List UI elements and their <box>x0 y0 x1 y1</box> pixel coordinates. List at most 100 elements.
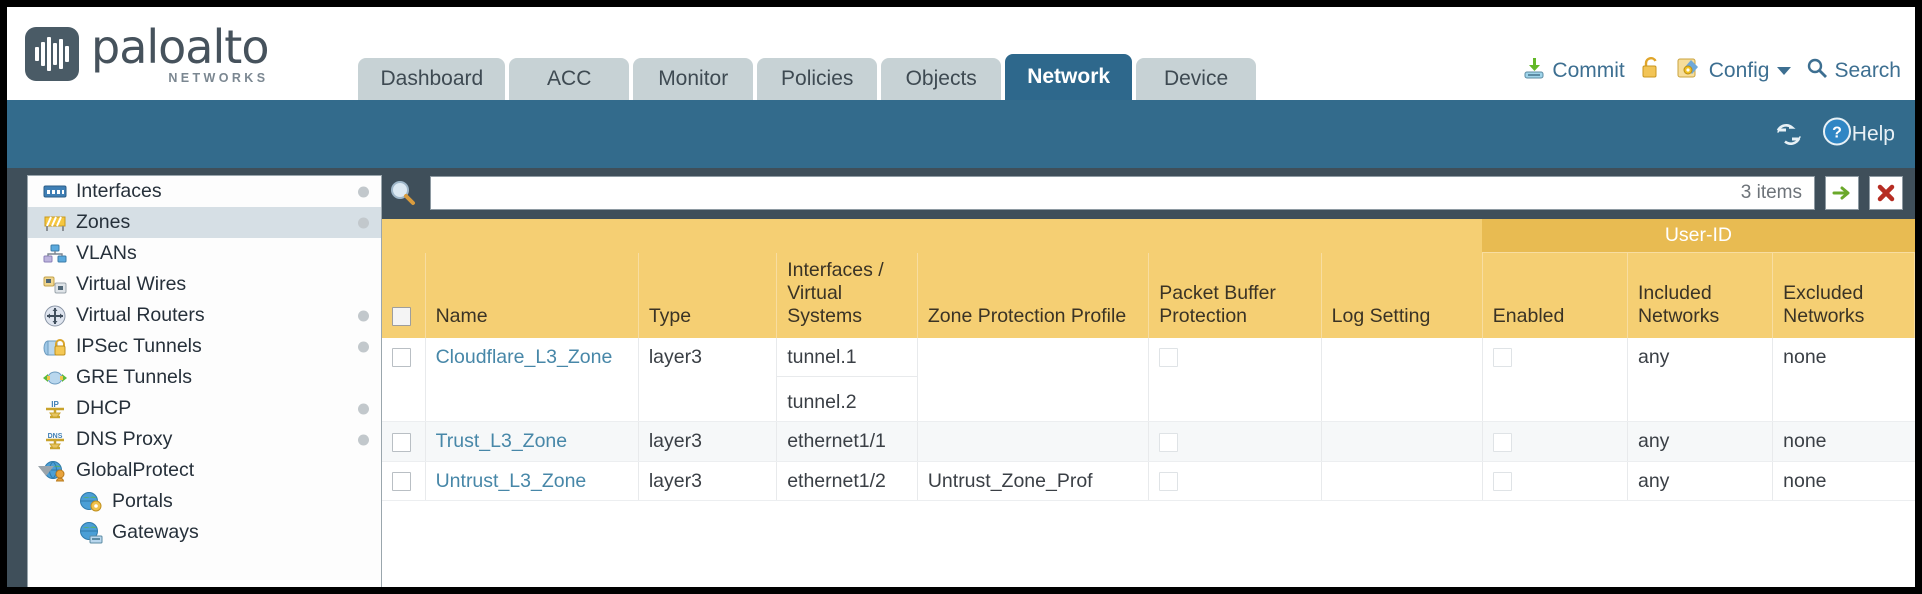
sidebar-item-gateways[interactable]: Gateways <box>28 517 381 548</box>
commit-button[interactable]: Commit <box>1522 56 1625 86</box>
sidebar-item-label: Virtual Wires <box>76 273 187 295</box>
search-button[interactable]: Search <box>1806 57 1901 85</box>
sidebar-item-label: Zones <box>76 211 131 233</box>
sidebar-status-dot-icon[interactable] <box>358 217 369 228</box>
tab-acc[interactable]: ACC <box>509 58 630 100</box>
packet-buffer-protection-checkbox[interactable] <box>1159 471 1179 491</box>
sidebar-item-globalprotect[interactable]: GlobalProtect <box>28 455 381 486</box>
cell-excluded-networks: none <box>1772 337 1915 423</box>
row-select-checkbox[interactable] <box>392 432 411 452</box>
userid-enabled-checkbox[interactable] <box>1492 347 1512 367</box>
tab-dashboard[interactable]: Dashboard <box>358 58 506 100</box>
column-header-userid_en[interactable]: Enabled <box>1482 252 1628 338</box>
header-actions: Commit <box>1522 56 1901 86</box>
column-header-excluded[interactable]: Excluded Networks <box>1772 252 1915 338</box>
column-header-pkt_buf[interactable]: Packet Buffer Protection <box>1148 252 1322 338</box>
tab-device[interactable]: Device <box>1136 58 1257 100</box>
sidebar-item-zones[interactable]: Zones <box>28 207 381 238</box>
sidebar-status-dot-icon[interactable] <box>358 186 369 197</box>
cell-type: layer3 <box>638 461 778 502</box>
sidebar-item-interfaces[interactable]: Interfaces <box>28 176 381 207</box>
tab-policies[interactable]: Policies <box>757 58 878 100</box>
sidebar-status-dot-icon[interactable] <box>358 403 369 414</box>
select-all-header <box>382 252 426 338</box>
dhcp-icon: IP <box>42 398 68 420</box>
sidebar-item-gre-tunnels[interactable]: GRE Tunnels <box>28 362 381 393</box>
sidebar-item-virtual-routers[interactable]: Virtual Routers <box>28 300 381 331</box>
packet-buffer-protection-checkbox[interactable] <box>1159 347 1179 367</box>
portals-icon <box>78 491 104 513</box>
sidebar-item-label: Interfaces <box>76 180 162 202</box>
cell-included-networks: any <box>1627 337 1774 423</box>
column-header-zone_prot[interactable]: Zone Protection Profile <box>917 252 1150 338</box>
sidebar-status-dot-icon[interactable] <box>358 310 369 321</box>
tab-network[interactable]: Network <box>1005 54 1133 100</box>
filter-bar: 3 items <box>382 168 1915 218</box>
ipsec-tunnels-icon <box>42 336 68 358</box>
column-header-log_setting[interactable]: Log Setting <box>1321 252 1483 338</box>
sidebar-item-ipsec-tunnels[interactable]: IPSec Tunnels <box>28 331 381 362</box>
row-select-checkbox[interactable] <box>392 471 411 491</box>
config-label: Config <box>1708 59 1770 82</box>
sidebar-status-dot-icon[interactable] <box>358 434 369 445</box>
zone-name-link[interactable]: Untrust_L3_Zone <box>435 469 587 492</box>
cell-excluded-networks: none <box>1772 421 1915 462</box>
sidebar-item-virtual-wires[interactable]: Virtual Wires <box>28 269 381 300</box>
help-circle-icon: ? <box>1822 117 1852 152</box>
gateways-icon <box>78 521 104 544</box>
config-button[interactable]: Config <box>1677 56 1792 86</box>
column-header-name[interactable]: Name <box>425 252 639 338</box>
svg-text:DNS: DNS <box>48 433 63 440</box>
gre-tunnels-icon <box>42 367 68 389</box>
cell-name: Untrust_L3_Zone <box>425 461 639 502</box>
tab-objects[interactable]: Objects <box>881 58 1002 100</box>
help-button[interactable]: ? Help <box>1822 117 1895 152</box>
sidebar-status-dot-icon[interactable] <box>358 341 369 352</box>
select-all-checkbox[interactable] <box>392 306 411 326</box>
brand-logo: paloalto NETWORKS <box>25 24 269 85</box>
sidebar-item-vlans[interactable]: VLANs <box>28 238 381 269</box>
green-arrow-icon <box>1832 186 1850 200</box>
userid-enabled-checkbox[interactable] <box>1492 432 1512 452</box>
cell-name: Trust_L3_Zone <box>425 421 639 462</box>
lock-button[interactable] <box>1640 56 1662 86</box>
column-header-included[interactable]: Included Networks <box>1627 252 1774 338</box>
tab-label: Objects <box>905 67 977 90</box>
row-select-checkbox[interactable] <box>392 347 411 367</box>
user-id-group-header: User-ID <box>1482 219 1915 253</box>
zone-name-link[interactable]: Cloudflare_L3_Zone <box>435 345 613 368</box>
sub-header-band: ? Help <box>7 100 1915 168</box>
apply-filter-button[interactable] <box>1825 176 1859 210</box>
help-label: Help <box>1851 122 1895 145</box>
interface-entry: ethernet1/2 <box>787 469 886 492</box>
sidebar-item-portals[interactable]: Portals <box>28 486 381 517</box>
zone-name-link[interactable]: Trust_L3_Zone <box>435 430 568 453</box>
column-header-interfaces[interactable]: Interfaces / Virtual Systems <box>776 252 918 338</box>
chevron-down-icon <box>1777 67 1792 75</box>
tab-monitor[interactable]: Monitor <box>633 58 754 100</box>
red-x-icon <box>1877 184 1895 202</box>
filter-input[interactable]: 3 items <box>430 176 1815 210</box>
item-count-label: 3 items <box>1740 182 1802 203</box>
search-icon <box>1806 57 1828 85</box>
clear-filter-button[interactable] <box>1869 176 1903 210</box>
userid-enabled-checkbox[interactable] <box>1492 471 1512 491</box>
column-header-type[interactable]: Type <box>638 252 778 338</box>
cell-log-setting <box>1321 337 1483 423</box>
sidebar-item-label: IPSec Tunnels <box>76 335 202 357</box>
cell-packet-buffer-protection <box>1148 337 1322 423</box>
svg-text:IP: IP <box>51 400 59 409</box>
tab-label: Policies <box>781 67 854 90</box>
refresh-icon[interactable] <box>1774 121 1804 147</box>
expand-triangle-icon[interactable] <box>38 465 54 476</box>
interface-entry: tunnel.2 <box>787 390 857 413</box>
packet-buffer-protection-checkbox[interactable] <box>1159 432 1179 452</box>
